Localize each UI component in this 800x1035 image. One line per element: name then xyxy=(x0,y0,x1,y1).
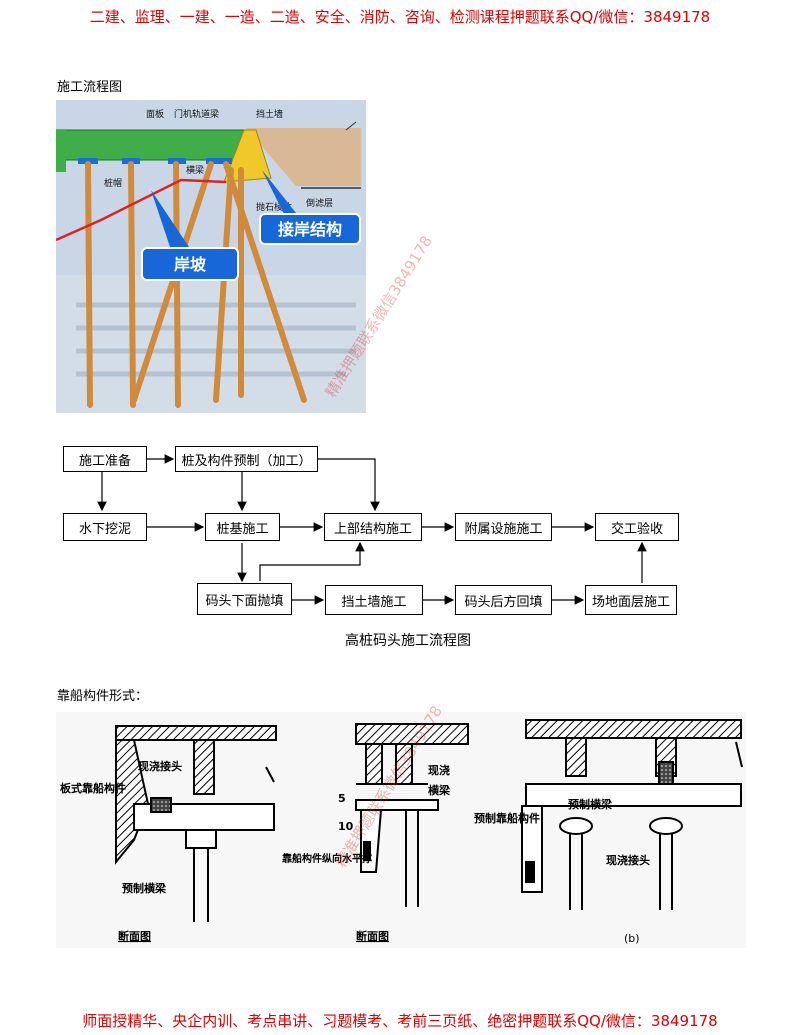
piles xyxy=(85,161,307,408)
wharf-section-image: 面板 门机轨道梁 挡土墙 横梁 桩帽 抛石棱体 倒滤层 岸坡 接岸结构 xyxy=(55,100,366,413)
flow-box-acceptance: 交工验收 xyxy=(595,513,679,541)
flow-box-super: 上部结构施工 xyxy=(324,513,422,541)
a-cast-joint-label: 现浇接头 xyxy=(138,759,182,773)
callout-slope-text: 岸坡 xyxy=(174,255,207,274)
b-cast-label: 现浇 xyxy=(428,763,450,777)
b-beam-label: 横梁 xyxy=(428,783,451,797)
c-precast-beam-label: 预制横梁 xyxy=(568,797,613,811)
label-filter: 倒滤层 xyxy=(306,197,333,209)
label-panel: 面板 xyxy=(146,108,164,120)
flow-box-fill-under: 码头下面抛填 xyxy=(197,583,292,615)
flow-box-surface: 场地面层施工 xyxy=(585,585,677,615)
c-cast-joint-label: 现浇接头 xyxy=(606,853,650,867)
flow-box-prep: 施工准备 xyxy=(63,446,147,472)
callout-slope xyxy=(141,247,239,281)
label-crane-beam: 门机轨道梁 xyxy=(174,108,219,120)
b-section-label: 断面图 xyxy=(356,929,389,943)
slope-line xyxy=(55,178,227,242)
flow-box-wall: 挡土墙施工 xyxy=(325,585,423,615)
label-retaining-wall: 挡土墙 xyxy=(256,108,283,120)
a-section-label: 断面图 xyxy=(118,929,151,943)
flow-box-dredge: 水下挖泥 xyxy=(63,513,147,541)
label-cross-beam: 横梁 xyxy=(186,164,204,176)
drawing-a xyxy=(115,725,277,922)
b-strut-label: 靠船构件纵向水平撑 xyxy=(282,852,372,865)
flowchart-arrows xyxy=(97,454,647,605)
c-precast-member-label: 预制靠船构件 xyxy=(474,811,540,825)
callout-connection-text: 接岸结构 xyxy=(278,220,342,239)
flow-box-auxiliary: 附属设施施工 xyxy=(455,513,552,541)
flowchart-caption: 高桩码头施工流程图 xyxy=(345,633,471,649)
a-precast-beam-label: 预制横梁 xyxy=(122,881,167,895)
c-tag-label: (b) xyxy=(624,932,640,945)
flowchart: 施工准备 桩及构件预制（加工） 水下挖泥 桩基施工 上部结构施工 附属设施施工 … xyxy=(55,435,705,655)
flow-box-prefab: 桩及构件预制（加工） xyxy=(175,446,318,472)
callout-connection xyxy=(259,213,361,245)
drawing-c xyxy=(521,719,743,910)
flow-box-pile: 桩基施工 xyxy=(205,513,280,541)
deck-slab xyxy=(55,129,250,161)
flow-box-backfill: 码头后方回填 xyxy=(455,585,552,615)
soil-fill xyxy=(246,128,361,186)
label-pile-cap: 桩帽 xyxy=(104,177,122,189)
a-plate-member-label: 板式靠船构件 xyxy=(60,781,126,795)
drawing-b xyxy=(355,723,469,907)
section-label-flow: 施工流程图 xyxy=(57,80,123,95)
footer-banner: 师面授精华、央企内训、考点串讲、习题模考、考前三页纸、绝密押题联系QQ/微信：3… xyxy=(82,1012,718,1030)
b-dim5-label: 5 xyxy=(338,792,346,805)
retaining-wall xyxy=(223,129,272,183)
header-banner: 二建、监理、一建、一造、二造、安全、消防、咨询、检测课程押题联系QQ/微信：38… xyxy=(89,8,711,26)
wharf-section-svg: 面板 门机轨道梁 挡土墙 横梁 桩帽 抛石棱体 倒滤层 岸坡 接岸结构 xyxy=(55,100,366,413)
berthing-member-svg: 板式靠船构件 现浇接头 预制横梁 断面图 现浇 横梁 5 10 靠船构件纵向水平… xyxy=(56,712,746,948)
b-dim10-label: 10 xyxy=(338,820,354,833)
berthing-member-drawings: 板式靠船构件 现浇接头 预制横梁 断面图 现浇 横梁 5 10 靠船构件纵向水平… xyxy=(56,712,746,948)
section-label-member: 靠船构件形式： xyxy=(57,689,149,704)
